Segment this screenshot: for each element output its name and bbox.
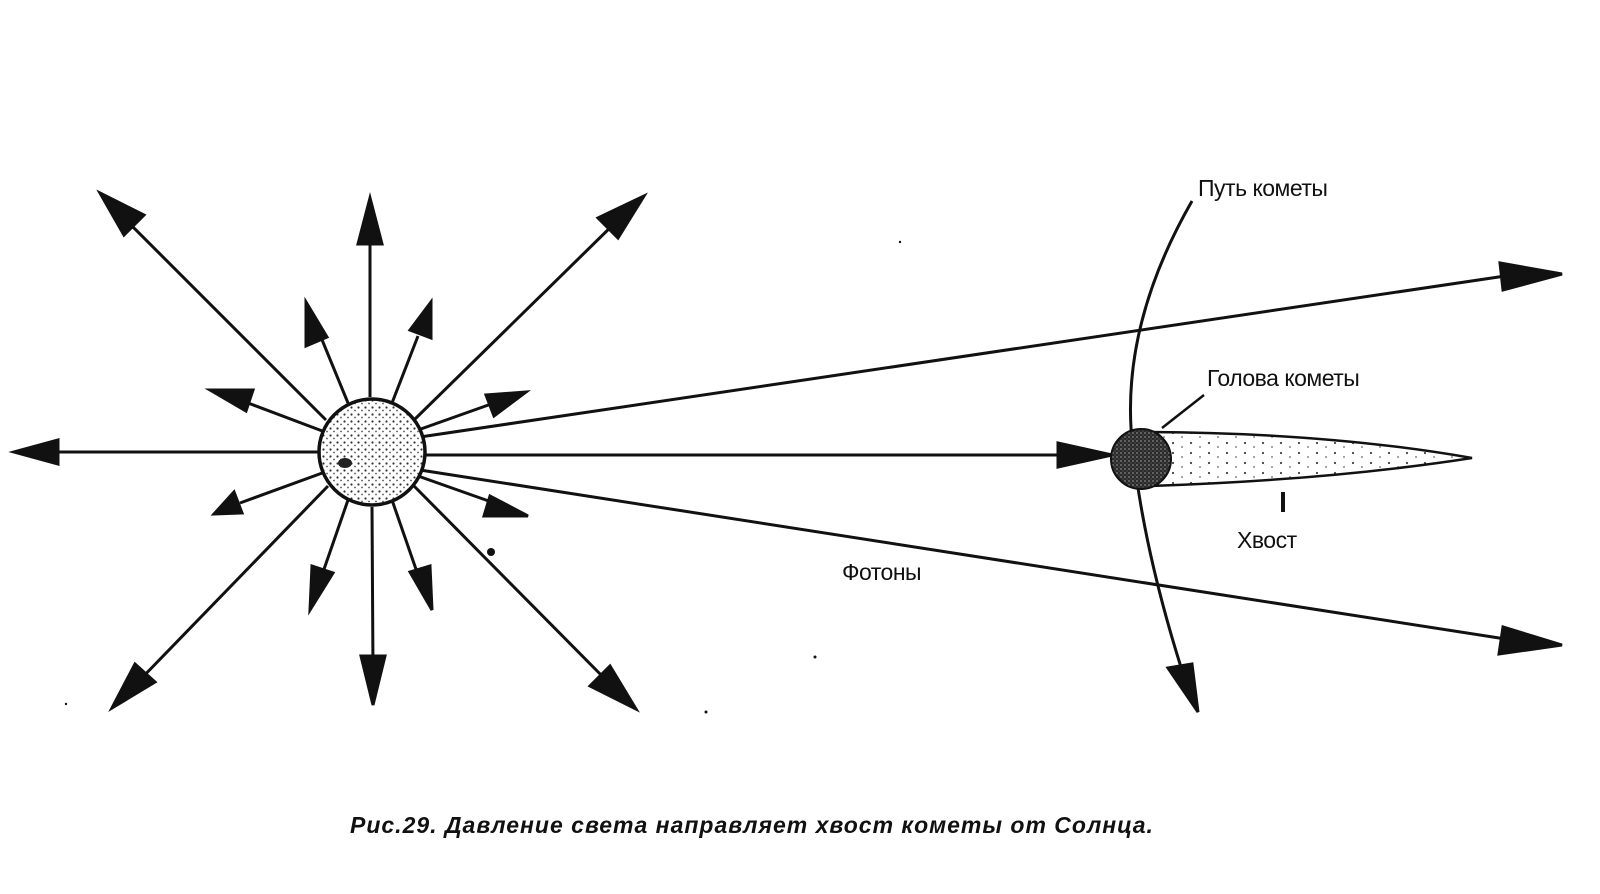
comet-head-label: Голова кометы <box>1207 365 1359 391</box>
ray-arrow <box>392 302 431 403</box>
comet-tail <box>1150 432 1472 486</box>
sun-spot <box>338 458 352 468</box>
ray-arrow <box>418 476 528 516</box>
ray-arrow <box>414 486 636 709</box>
ray-arrow <box>310 500 348 610</box>
ray-arrow <box>14 440 323 464</box>
figure-caption: Рис.29. Давление света направляет хвост … <box>350 812 1154 838</box>
scan-specks <box>65 241 901 714</box>
ray-arrow <box>306 302 348 403</box>
ray-arrow <box>414 196 644 420</box>
photon-arrow-lower <box>420 470 1562 654</box>
comet-path-label: Путь кометы <box>1198 175 1327 201</box>
comet-head-leader <box>1162 395 1204 428</box>
ray-arrow <box>358 198 382 397</box>
comet-head <box>1111 429 1171 489</box>
ray-arrow <box>112 486 328 708</box>
tail-label: Хвост <box>1237 527 1298 553</box>
ray-arrow <box>392 500 432 610</box>
photons-label: Фотоны <box>842 559 921 585</box>
ray-arrow <box>100 193 326 420</box>
photon-arrow-center <box>420 443 1112 467</box>
ray-arrow <box>210 390 325 432</box>
photon-arrow-upper <box>420 263 1562 437</box>
ray-arrow <box>361 507 385 705</box>
sun <box>319 399 425 505</box>
